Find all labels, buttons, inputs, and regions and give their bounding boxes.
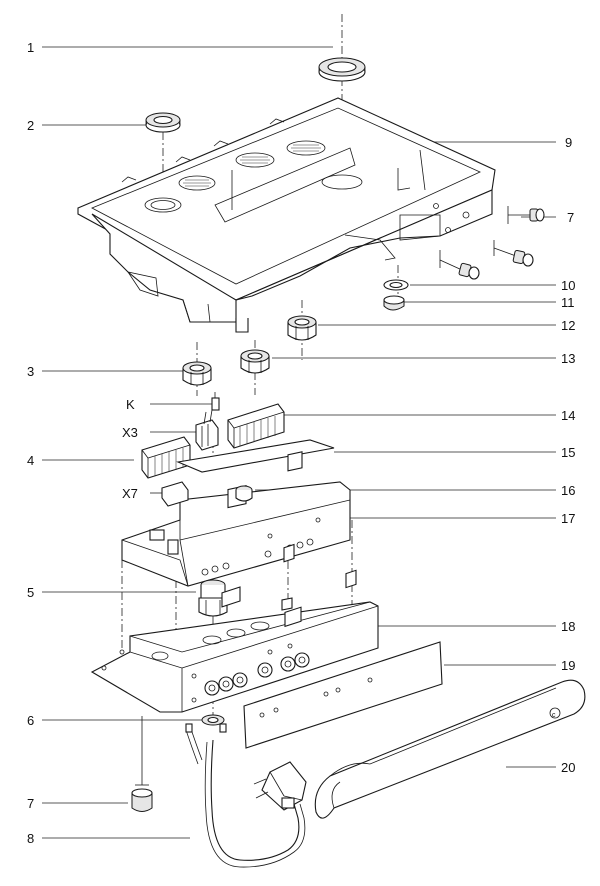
callout-k: K [126,397,135,412]
part-1-large-grommet [318,57,366,82]
callout-10: 10 [561,278,575,293]
part-7-feet-right [439,206,545,280]
part-3-gland-nut [182,361,212,386]
callout-4: 4 [27,453,34,468]
part-17-circuit-board [121,451,351,587]
callout-x3: X3 [122,425,138,440]
callout-labels: 1 2 3 4 5 6 7 7 8 9 10 11 12 13 14 15 16… [27,40,575,846]
callout-5: 5 [27,585,34,600]
part-2-small-grommet [145,112,181,133]
part-19-front-plate [243,569,443,749]
part-20-front-cover: c [314,679,586,819]
callout-x7: X7 [122,486,138,501]
part-4-terminal-block [141,436,191,479]
svg-text:c: c [552,712,556,719]
part-5-cable-gland [198,579,228,617]
callout-12: 12 [561,318,575,333]
part-15-insulating-sheet [176,439,335,473]
housing-tray [77,97,496,333]
callout-16: 16 [561,483,575,498]
callout-7-left: 7 [27,796,34,811]
callout-13: 13 [561,351,575,366]
callout-2: 2 [27,118,34,133]
part-6-cable-grommet [201,714,225,726]
callout-20: 20 [561,760,575,775]
callout-17: 17 [561,511,575,526]
callout-9: 9 [565,135,572,150]
part-18-panel-base [90,543,379,713]
part-10-washer [383,279,409,291]
leader-lines [42,46,556,839]
callout-6: 6 [27,713,34,728]
callout-8: 8 [27,831,34,846]
callout-7-right: 7 [567,210,574,225]
part-13-gland-nut [240,349,270,374]
callout-18: 18 [561,619,575,634]
part-14-terminal-block [227,403,285,449]
part-11-cap [383,295,405,311]
callout-3: 3 [27,364,34,379]
part-12-gland-nut [287,315,317,341]
part-8-mains-cable [185,723,307,868]
part-7-foot-left [131,716,153,812]
callout-1: 1 [27,40,34,55]
connector-k [211,392,220,411]
callout-11: 11 [561,295,575,310]
connector-x3 [195,409,219,451]
callout-15: 15 [561,445,575,460]
callout-14: 14 [561,408,575,423]
callout-19: 19 [561,658,575,673]
